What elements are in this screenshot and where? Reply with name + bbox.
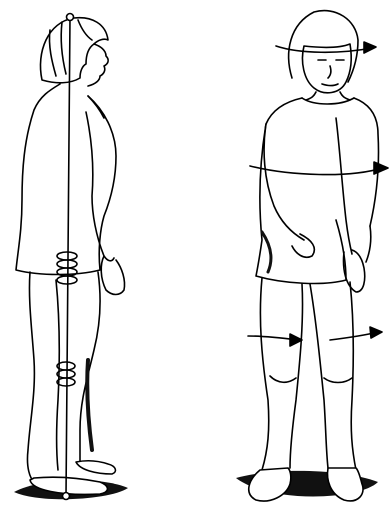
left-foot-front: [249, 468, 291, 501]
hand-side: [101, 256, 124, 295]
plumb-bottom-dot: [63, 493, 70, 500]
right-arm-front: [336, 118, 352, 254]
left-arm-front: [264, 124, 304, 240]
side-view-figure: [14, 14, 128, 500]
plumb-line: [66, 17, 70, 496]
left-leg-inner: [290, 284, 303, 468]
left-hand-front: [292, 234, 314, 257]
sweater-fold: [88, 96, 104, 118]
front-view-figure: [236, 11, 388, 501]
right-hand-front: [344, 250, 365, 292]
torso-rotation-arrow-icon: [250, 162, 388, 175]
right-leg-front: [350, 282, 356, 470]
right-body-edge: [366, 226, 371, 262]
face-profile: [88, 44, 108, 86]
right-leg-inner: [310, 284, 328, 468]
right-thigh-arrow-icon: [330, 327, 382, 340]
plumb-top-dot: [67, 14, 74, 21]
calf-shadow: [87, 360, 92, 450]
knee-lines: [270, 376, 352, 383]
hip-coil-icon: [57, 252, 77, 284]
left-leg-front: [260, 278, 268, 470]
right-foot-front: [328, 468, 364, 501]
hem-shadow: [262, 232, 271, 272]
back-leg: [27, 272, 34, 482]
foot-front: [76, 461, 115, 474]
left-thigh-arrow-icon: [248, 334, 302, 346]
